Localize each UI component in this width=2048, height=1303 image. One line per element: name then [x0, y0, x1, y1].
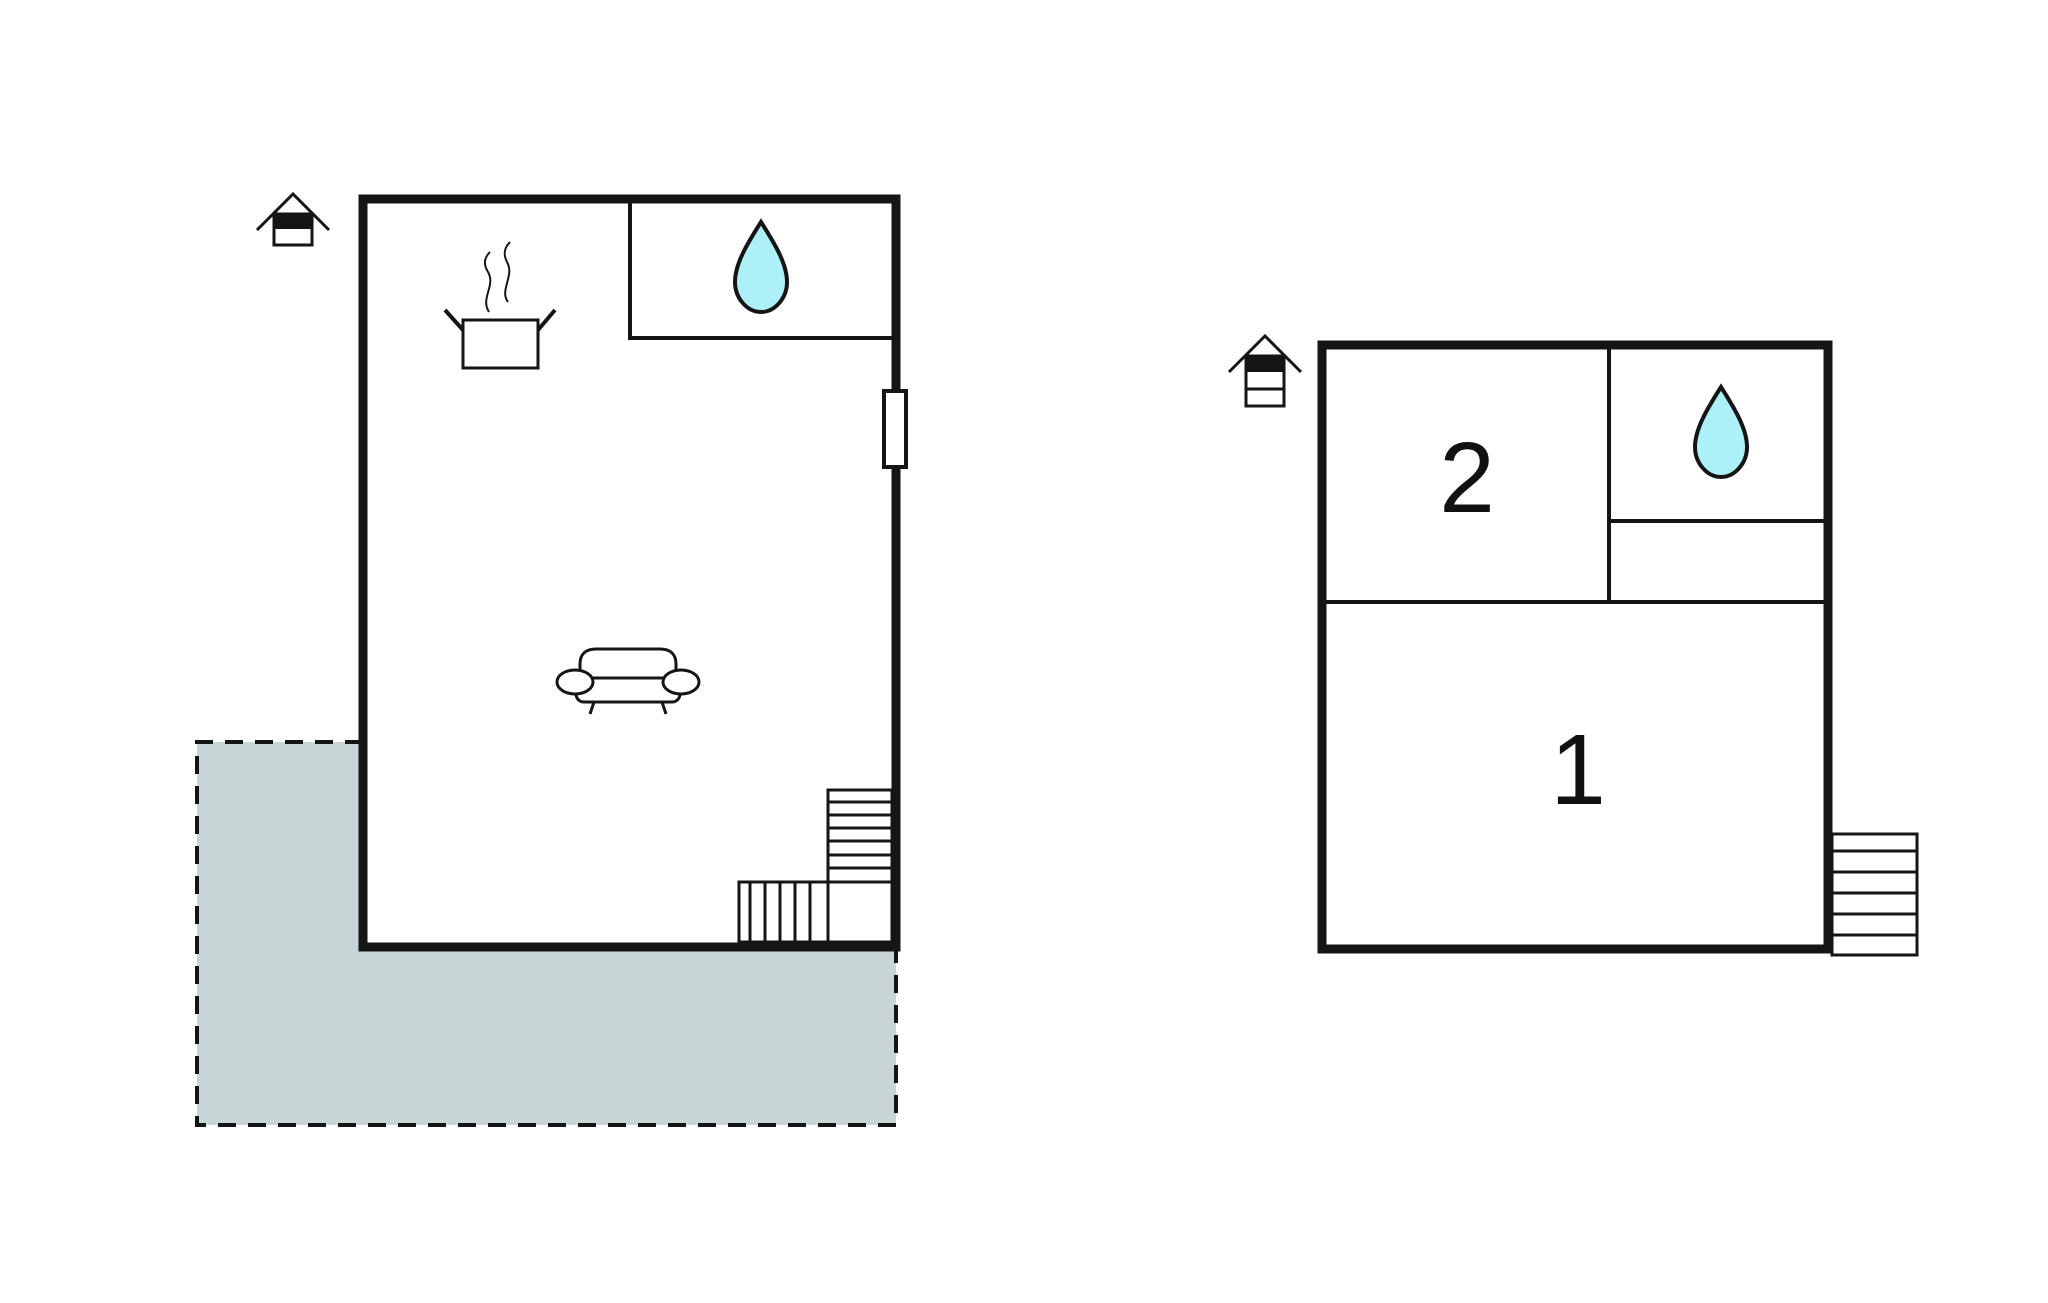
floor-level-ground-icon [255, 191, 331, 247]
terrace-area [197, 742, 896, 1125]
ground-bathroom-wall [628, 203, 892, 340]
upper-stairs [1830, 832, 1919, 957]
terrace-outline [195, 740, 898, 1127]
water-drop-icon [732, 218, 790, 315]
ground-stairs [737, 788, 894, 944]
room-label-bedroom-2: 2 [1439, 422, 1495, 534]
sofa-icon [555, 647, 701, 715]
upper-floor-outer-wall [1317, 340, 1833, 954]
water-drop-icon [1692, 383, 1750, 480]
floor-level-upper-icon [1227, 333, 1303, 408]
ground-floor [195, 191, 908, 1127]
ground-window [882, 389, 908, 469]
ground-floor-outer-wall [358, 194, 901, 952]
room-label-bedroom-1: 1 [1550, 714, 1606, 826]
cooking-pot-icon [443, 241, 557, 370]
upper-floor: 2 1 [1227, 333, 1919, 957]
